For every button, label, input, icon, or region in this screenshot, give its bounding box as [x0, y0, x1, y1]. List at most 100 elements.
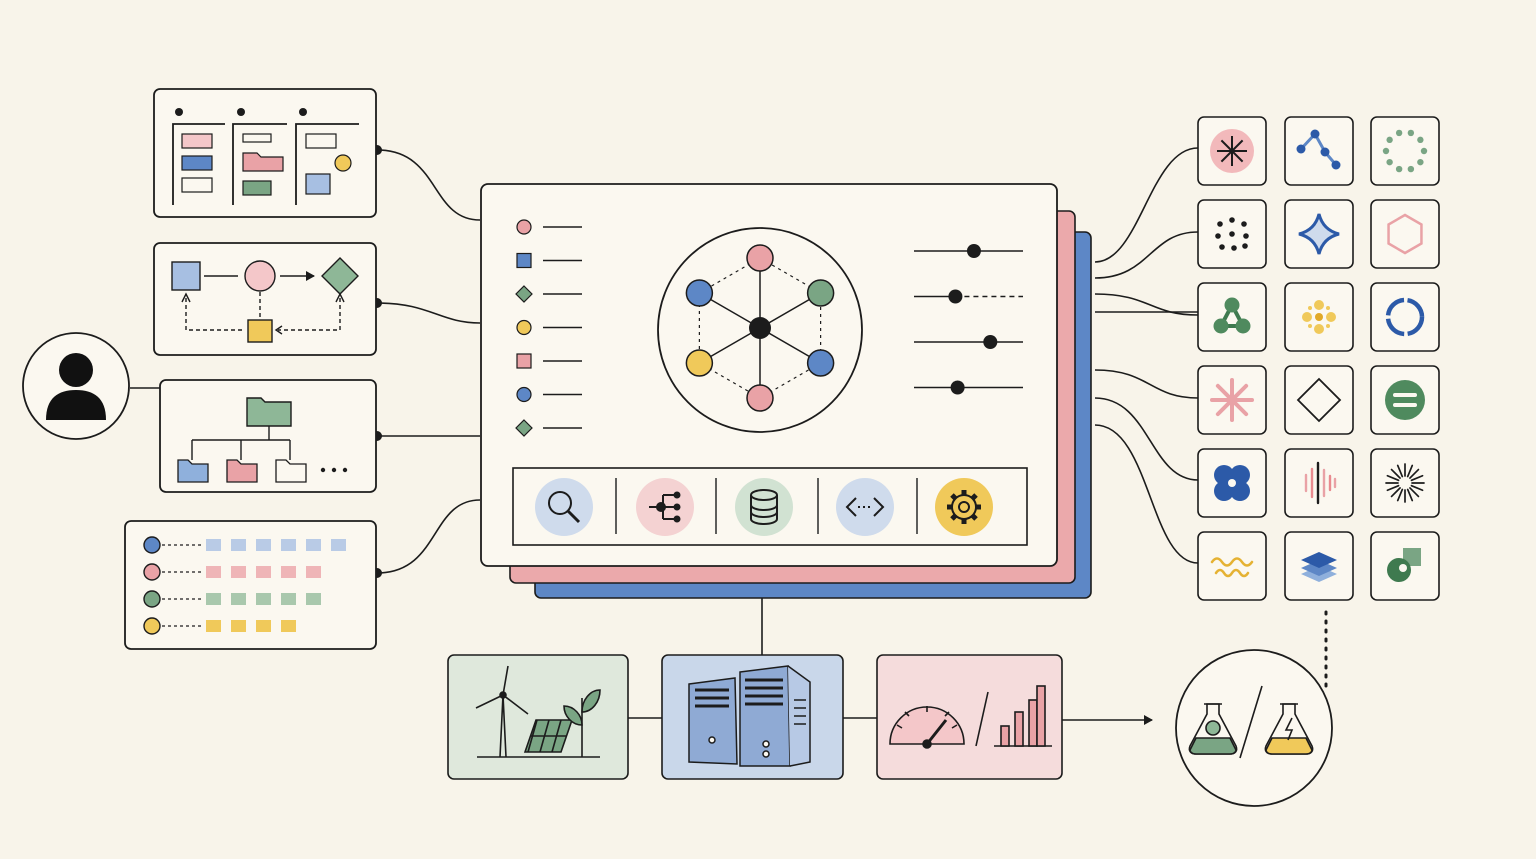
model-tile-frame [1197, 282, 1267, 352]
performance-card[interactable] [876, 654, 1063, 780]
four-point-star-icon [1298, 213, 1340, 255]
search-icon [548, 491, 581, 524]
database-button[interactable] [735, 478, 793, 536]
data-timeline-panel[interactable] [124, 520, 377, 650]
balance-node[interactable] [1175, 649, 1333, 807]
flower-dots-icon [1302, 300, 1336, 334]
kanban-board-icon [172, 108, 359, 205]
toolbar-button-bg [735, 478, 793, 536]
code-icon [845, 497, 885, 517]
model-tile-wave[interactable] [1197, 531, 1267, 601]
timeline-block [206, 593, 221, 605]
toolbar-button-bg [535, 478, 593, 536]
flowchart-icon [171, 257, 359, 343]
legend-item [516, 319, 582, 336]
model-tile-dotted-ring[interactable] [1370, 116, 1440, 186]
legend-item [516, 252, 582, 269]
timeline-block [206, 539, 221, 551]
timeline-marker [143, 590, 161, 608]
timeline-block [231, 566, 246, 578]
network-node[interactable] [746, 244, 774, 272]
model-tile-equals-badge[interactable] [1370, 365, 1440, 435]
timeline-block [256, 593, 271, 605]
slider-knob[interactable] [948, 289, 963, 304]
network-node[interactable] [746, 384, 774, 412]
model-tile-molecule[interactable] [1197, 282, 1267, 352]
slider[interactable] [914, 244, 1023, 258]
renewable-energy-card[interactable] [447, 654, 629, 780]
left-panel-stack [124, 88, 377, 650]
timeline-marker [143, 617, 161, 635]
servers-card[interactable] [661, 654, 844, 780]
asterisk-icon [1210, 129, 1254, 173]
user-avatar-icon [46, 353, 106, 420]
network-node[interactable] [685, 279, 714, 307]
hexagon-icon [1387, 213, 1423, 255]
timeline-block [256, 620, 271, 632]
user-node[interactable] [22, 332, 130, 440]
model-tile-radial-lines[interactable] [1370, 448, 1440, 518]
wind-solar-icon [475, 665, 601, 758]
model-tile-asterisk[interactable] [1197, 116, 1267, 186]
timeline-marker [143, 536, 161, 554]
gauge-chart-icon [889, 685, 1052, 749]
timeline-block [231, 620, 246, 632]
model-tile-flower-dots[interactable] [1284, 282, 1354, 352]
legend-item [515, 419, 582, 437]
sound-bars-icon [1304, 461, 1337, 505]
model-tile-diamond-outline[interactable] [1284, 365, 1354, 435]
network-hub[interactable] [749, 317, 771, 339]
network-node[interactable] [685, 349, 714, 377]
slider-knob[interactable] [950, 380, 965, 395]
gear-button[interactable] [935, 478, 993, 536]
timeline-block [281, 539, 296, 551]
slider-knob[interactable] [966, 244, 981, 258]
folder-tree-icon [177, 397, 348, 483]
model-tile-clover[interactable] [1197, 448, 1267, 518]
model-tile-sound-bars[interactable] [1284, 448, 1354, 518]
process-flow-panel[interactable] [153, 242, 377, 356]
model-tile-layers[interactable] [1284, 531, 1354, 601]
kanban-panel[interactable] [153, 88, 377, 218]
diamond-outline-icon [1296, 377, 1342, 423]
code-button[interactable] [836, 478, 894, 536]
branch-tree-button[interactable] [636, 478, 694, 536]
legend-diamond-icon [515, 419, 533, 437]
model-tile-dot-grid[interactable] [1197, 199, 1267, 269]
slider[interactable] [914, 380, 1023, 395]
timeline-block [281, 566, 296, 578]
timeline-block [256, 566, 271, 578]
search-button[interactable] [535, 478, 593, 536]
model-tile-connected-nodes[interactable] [1284, 116, 1354, 186]
model-tile-frame [1370, 448, 1440, 518]
slider[interactable] [914, 289, 1023, 304]
timeline-block [231, 593, 246, 605]
molecule-icon [1213, 297, 1251, 334]
legend-diamond-icon [515, 285, 533, 303]
slider-knob[interactable] [983, 335, 998, 349]
legend-list [515, 219, 582, 437]
model-tile-shapes[interactable] [1370, 531, 1440, 601]
model-icon-grid [1197, 116, 1440, 601]
legend-circle-icon [516, 386, 532, 403]
starburst-icon [1210, 378, 1254, 422]
model-tile-four-point-star[interactable] [1284, 199, 1354, 269]
equals-badge-icon [1385, 380, 1425, 420]
network-node[interactable] [806, 349, 835, 377]
model-tile-frame [1370, 116, 1440, 186]
model-tile-frame [1370, 282, 1440, 352]
layers-icon [1301, 552, 1337, 582]
network-node[interactable] [806, 279, 835, 307]
model-tile-hexagon[interactable] [1370, 199, 1440, 269]
model-tile-broken-ring[interactable] [1370, 282, 1440, 352]
slider[interactable] [914, 335, 1023, 349]
legend-circle-icon [516, 219, 532, 235]
database-icon [750, 489, 778, 525]
model-tile-starburst[interactable] [1197, 365, 1267, 435]
timeline-block [331, 539, 346, 551]
timeline-block [231, 539, 246, 551]
folder-hierarchy-panel[interactable] [159, 379, 377, 493]
timeline-block [306, 566, 321, 578]
